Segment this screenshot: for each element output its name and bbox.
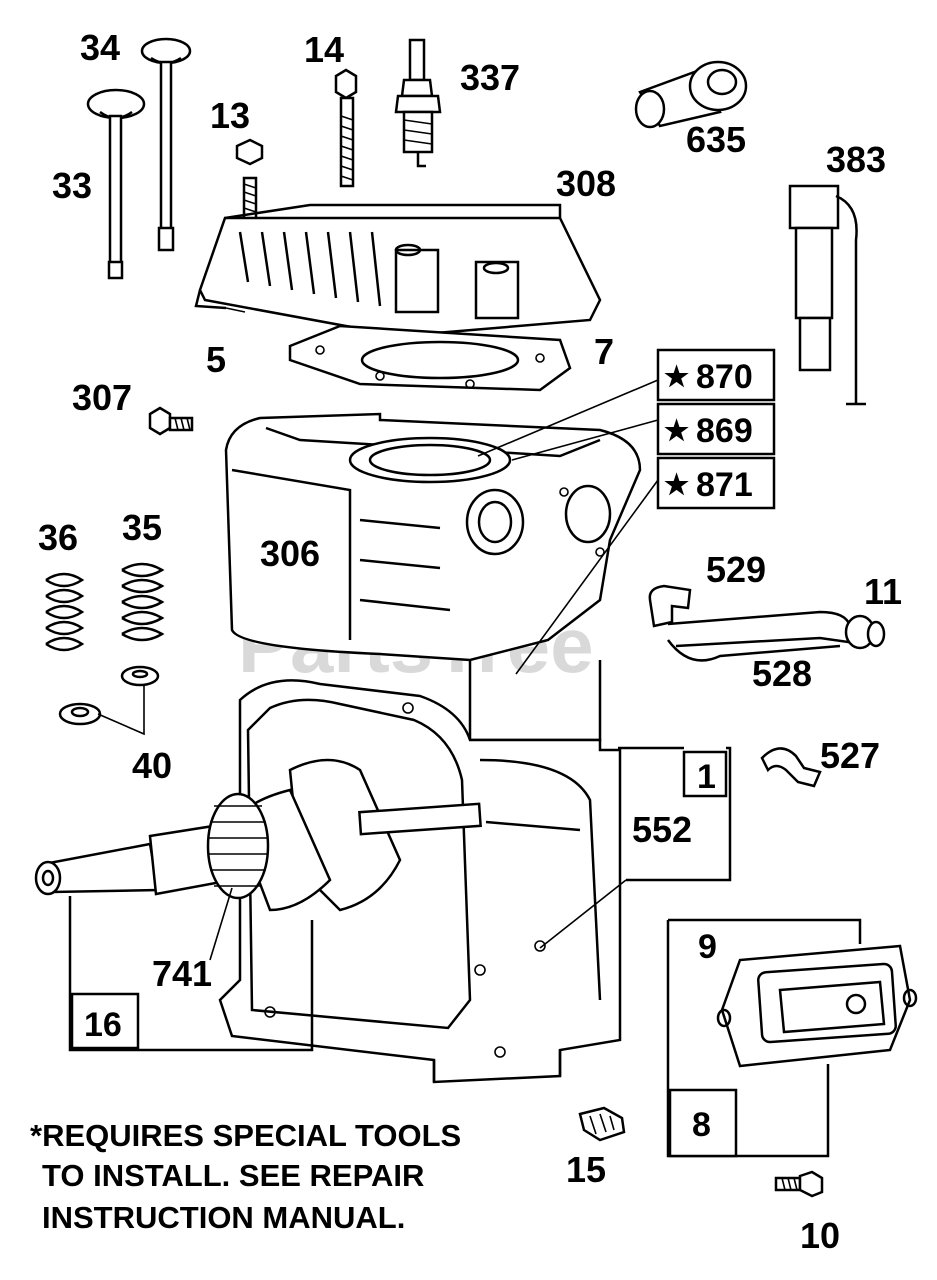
breather-clamp-icon bbox=[760, 747, 822, 788]
callout-34: 34 bbox=[80, 27, 120, 68]
callout-528: 528 bbox=[752, 653, 812, 694]
plug-screw-icon bbox=[578, 1106, 626, 1142]
callout-307: 307 bbox=[72, 377, 132, 418]
valve-spring-icon bbox=[45, 572, 85, 652]
spark-plug-icon bbox=[394, 38, 442, 168]
callout-7: 7 bbox=[594, 331, 614, 372]
bolt-icon bbox=[235, 138, 264, 222]
callout-527: 527 bbox=[820, 735, 880, 776]
callout-1: 1 bbox=[697, 758, 716, 796]
spark-plug-boot-icon bbox=[634, 60, 748, 129]
callout-33: 33 bbox=[52, 165, 92, 206]
callout-383: 383 bbox=[826, 139, 886, 180]
note-line-1: *REQUIRES SPECIAL TOOLS bbox=[30, 1118, 461, 1153]
breather-assembly-icon bbox=[716, 944, 918, 1068]
note-line-3: INSTRUCTION MANUAL. bbox=[42, 1200, 405, 1235]
bolt-icon bbox=[774, 1170, 824, 1198]
callout-306: 306 bbox=[260, 533, 320, 574]
valve-retainer-icon bbox=[58, 665, 160, 736]
callout-8: 8 bbox=[692, 1106, 711, 1144]
callout-13: 13 bbox=[210, 95, 250, 136]
star-marker: ★ bbox=[664, 415, 689, 446]
head-gasket-icon bbox=[288, 324, 572, 392]
cylinder-head-icon bbox=[198, 203, 602, 338]
box-870: ★ 870 bbox=[656, 348, 776, 402]
callout-40: 40 bbox=[132, 745, 172, 786]
callout-529: 529 bbox=[706, 549, 766, 590]
box-871: ★ 871 bbox=[656, 456, 776, 510]
callout-869: 869 bbox=[696, 412, 753, 450]
callout-552: 552 bbox=[632, 809, 692, 850]
box-16: 16 bbox=[70, 992, 140, 1050]
leader-lines bbox=[68, 289, 862, 1158]
bolt-icon bbox=[148, 406, 194, 436]
callout-11: 11 bbox=[864, 571, 902, 612]
callout-9: 9 bbox=[698, 928, 717, 966]
callout-741: 741 bbox=[152, 953, 212, 994]
valve-icon bbox=[86, 88, 146, 280]
callout-5: 5 bbox=[206, 339, 226, 380]
bolt-icon bbox=[334, 68, 358, 188]
callout-35: 35 bbox=[122, 507, 162, 548]
callout-871: 871 bbox=[696, 466, 753, 504]
callout-15: 15 bbox=[566, 1149, 606, 1190]
ignition-armature-icon bbox=[788, 184, 866, 406]
box-869: ★ 869 bbox=[656, 402, 776, 456]
star-marker: ★ bbox=[664, 469, 689, 500]
callout-16: 16 bbox=[84, 1006, 122, 1044]
box-1: 1 bbox=[682, 750, 728, 798]
box-8: 8 bbox=[668, 1088, 738, 1158]
callout-10: 10 bbox=[800, 1215, 840, 1256]
callout-14: 14 bbox=[304, 29, 344, 70]
note-line-2: TO INSTALL. SEE REPAIR bbox=[42, 1158, 424, 1193]
breather-tube-icon bbox=[648, 584, 886, 662]
callout-870: 870 bbox=[696, 358, 753, 396]
valve-spring-icon bbox=[121, 562, 165, 642]
callout-635: 635 bbox=[686, 119, 746, 160]
callout-308: 308 bbox=[556, 163, 616, 204]
callout-36: 36 bbox=[38, 517, 78, 558]
callout-337: 337 bbox=[460, 57, 520, 98]
valve-icon bbox=[140, 37, 192, 252]
star-marker: ★ bbox=[664, 361, 689, 392]
timing-gear-icon bbox=[206, 792, 270, 900]
